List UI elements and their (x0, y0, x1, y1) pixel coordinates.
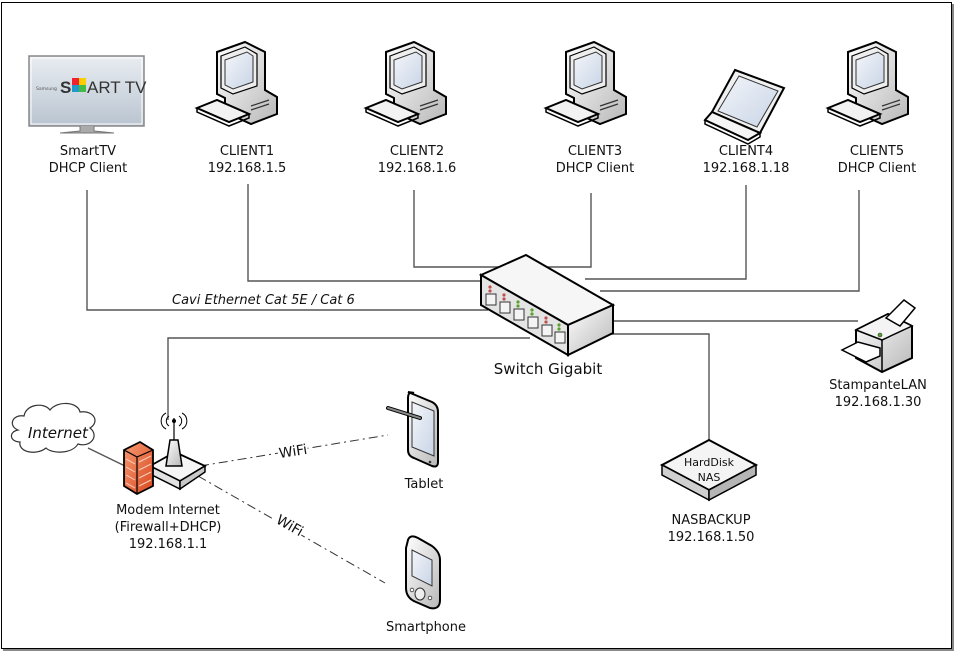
svg-text:Samsung: Samsung (36, 86, 57, 92)
wifi-link-smartphone (197, 475, 386, 584)
wireless-router-firewall-icon (123, 412, 207, 496)
tablet-icon (386, 391, 439, 468)
laptop-icon (703, 68, 786, 145)
client2-ip: 192.168.1.6 (377, 161, 457, 176)
cable-nas (610, 333, 710, 440)
smartphone-icon (405, 535, 441, 610)
client3-pc-icon (545, 41, 627, 127)
nas-icon (659, 438, 759, 502)
cable-client5 (600, 190, 860, 292)
smart-tv-icon: Samsung S ART TV (28, 55, 147, 134)
smartphone-label: Smartphone (385, 620, 467, 635)
svg-text:S: S (60, 78, 71, 97)
smarttv-label: SmartTV DHCP Client (49, 143, 127, 177)
cable-smarttv (86, 190, 488, 311)
client4-ip: 192.168.1.18 (702, 161, 790, 176)
nas-box-line1: HardDisk (684, 456, 734, 469)
nas-box-label: HardDisk NAS (684, 455, 734, 485)
printer-ip: 192.168.1.30 (834, 395, 922, 410)
client5-ip: DHCP Client (837, 161, 917, 176)
client4-name: CLIENT4 (718, 144, 774, 159)
switch-label: Switch Gigabit (493, 360, 603, 378)
printer-name: StampanteLAN (829, 378, 927, 393)
client1-pc-icon (196, 41, 278, 127)
smarttv-ip: DHCP Client (48, 161, 128, 176)
cable-internet (87, 447, 126, 467)
modem-role: (Firewall+DHCP) (114, 520, 222, 535)
printer-icon (840, 299, 917, 374)
modem-name: Modem Internet (116, 503, 220, 518)
cable-client2-client3 (413, 190, 592, 268)
printer-label: StampanteLAN 192.168.1.30 (829, 377, 927, 411)
nas-name: NASBACKUP (671, 513, 751, 528)
cable-type-label: Cavi Ethernet Cat 5E / Cat 6 (172, 293, 355, 308)
cable-modem (167, 337, 530, 420)
client5-label: CLIENT5 DHCP Client (838, 143, 916, 177)
nas-label: NASBACKUP 192.168.1.50 (668, 512, 755, 546)
cable-client1 (247, 184, 490, 282)
cloud-icon (10, 402, 96, 453)
cable-client4 (585, 185, 747, 280)
modem-label: Modem Internet (Firewall+DHCP) 192.168.1… (115, 502, 222, 553)
svg-text:ART TV: ART TV (87, 78, 147, 97)
tablet-label: Tablet (404, 477, 444, 492)
client5-pc-icon (827, 41, 909, 127)
client2-label: CLIENT2 192.168.1.6 (378, 143, 457, 177)
modem-ip: 192.168.1.1 (128, 537, 208, 552)
ethernet-cables (86, 184, 860, 467)
client2-pc-icon (365, 41, 447, 127)
nas-ip: 192.168.1.50 (667, 530, 755, 545)
nas-box-line2: NAS (697, 471, 721, 484)
client3-label: CLIENT3 DHCP Client (556, 143, 634, 177)
client5-name: CLIENT5 (849, 144, 905, 159)
client2-name: CLIENT2 (389, 144, 445, 159)
client3-ip: DHCP Client (555, 161, 635, 176)
network-switch-icon (478, 253, 616, 357)
internet-label: Internet (28, 424, 88, 442)
client3-name: CLIENT3 (567, 144, 623, 159)
client1-ip: 192.168.1.5 (207, 161, 287, 176)
smarttv-name: SmartTV (59, 144, 117, 159)
client4-label: CLIENT4 192.168.1.18 (703, 143, 790, 177)
client1-label: CLIENT1 192.168.1.5 (208, 143, 287, 177)
client1-name: CLIENT1 (219, 144, 275, 159)
